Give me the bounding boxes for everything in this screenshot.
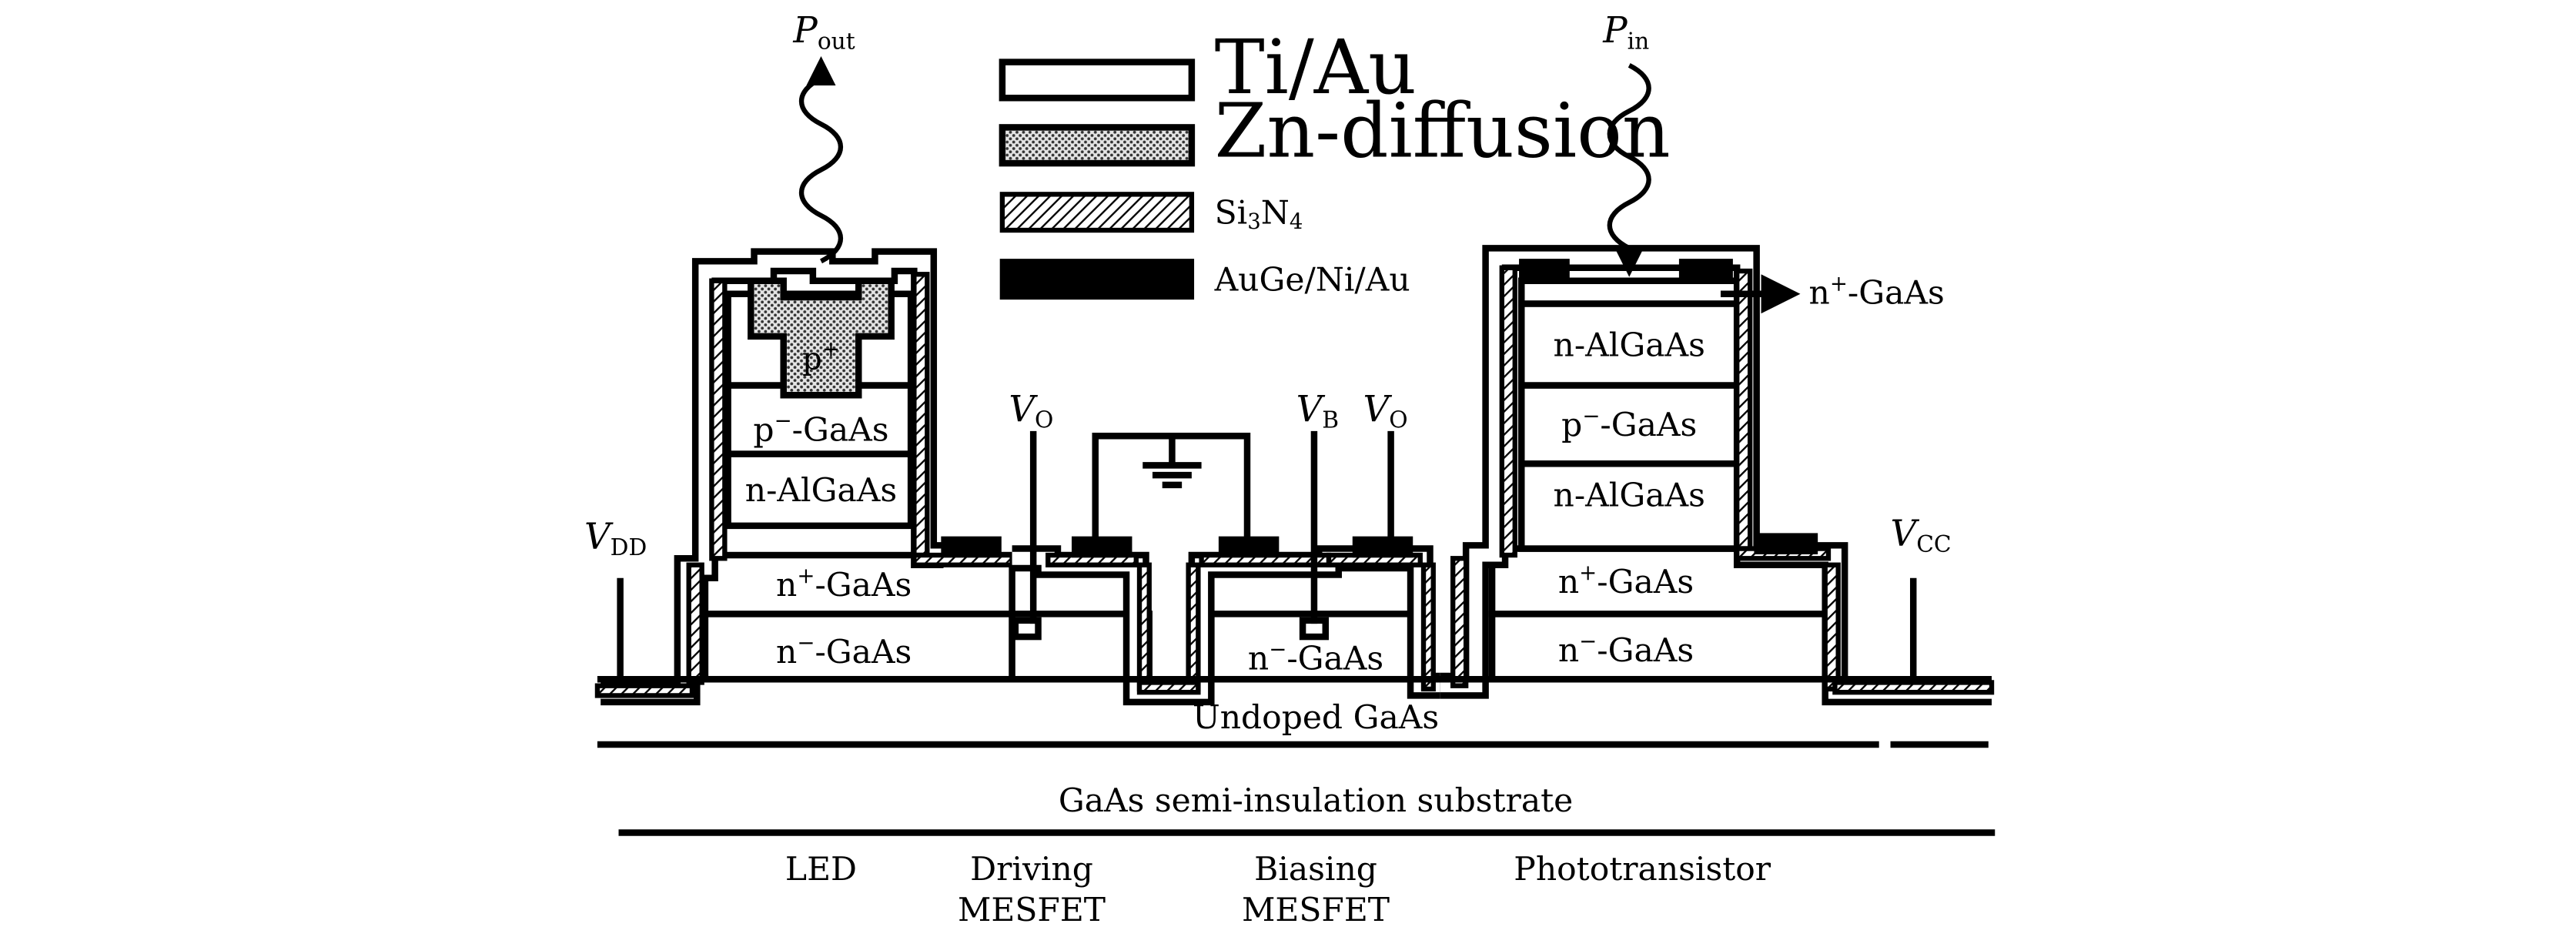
vb-label: VB: [1296, 389, 1340, 433]
section-driving-2: MESFET: [958, 892, 1106, 929]
led-pminus-label: p−-GaAs: [753, 409, 888, 450]
phototransistor-stack: [1440, 245, 1995, 706]
driving-gate: [1012, 617, 1042, 641]
pt-nplus-label: n+-GaAs: [1558, 561, 1694, 601]
section-biasing-1: Biasing: [1254, 851, 1377, 888]
vo1-label: VO: [1009, 389, 1053, 433]
legend-sin-label: Si3N4: [1215, 195, 1303, 234]
vcc-label: VCC: [1891, 513, 1952, 557]
pt-emitter-contact-left: [1519, 259, 1570, 283]
section-phototransistor: Phototransistor: [1514, 851, 1771, 888]
led-nplus-label: n+-GaAs: [776, 564, 912, 604]
legend-auge-swatch: [999, 259, 1195, 300]
legend-sin-swatch: [999, 192, 1195, 233]
nplus-callout-label: n+-GaAs: [1809, 271, 1945, 312]
mesfet-sin-trench-r: [1186, 562, 1201, 692]
led-stack: p+: [594, 248, 1015, 706]
section-led: LED: [785, 851, 857, 888]
led-ncontact: [941, 536, 1002, 558]
section-labels: LED Driving MESFET Biasing MESFET Photot…: [785, 851, 1771, 929]
section-biasing-2: MESFET: [1242, 892, 1390, 929]
mesfet-sin-trench-b: [1136, 680, 1201, 695]
pin-arrow: [1607, 62, 1651, 277]
biasing-contact: [1352, 536, 1413, 558]
substrate-label: GaAs semi-insulation substrate: [1059, 782, 1573, 820]
pt-collector-contact: [1754, 533, 1818, 554]
pin-label: Pin: [1602, 10, 1649, 54]
led-nalgaas-label: n-AlGaAs: [745, 472, 897, 510]
pout-label: Pout: [792, 10, 855, 54]
legend-zn-label: Zn-diffusion: [1215, 88, 1671, 176]
pt-nalgaas-bot-label: n-AlGaAs: [1554, 477, 1705, 514]
pt-sin-right-low: [1822, 562, 1841, 692]
pt-emitter-contact-right: [1678, 259, 1733, 283]
pt-sin-right: [1735, 268, 1753, 551]
led-pplus-label: p+: [802, 336, 840, 376]
ground-icon: [1142, 462, 1202, 489]
substrate: Undoped GaAs GaAs semi-insulation substr…: [597, 699, 1996, 836]
led-sin-left: [709, 278, 728, 561]
pout-arrow: [799, 55, 843, 264]
legend-auge-label: AuGe/Ni/Au: [1214, 261, 1410, 299]
pt-contact-layer: [1518, 277, 1741, 307]
led-zn-diffusion: [748, 277, 895, 399]
vdd-label: VDD: [584, 517, 647, 561]
led-sin-base: [594, 683, 695, 698]
section-driving-1: Driving: [970, 851, 1093, 888]
pt-sin-base: [1832, 680, 1995, 695]
vo2-label: VO: [1363, 389, 1408, 433]
mesfet-region: n−-GaAs: [1009, 430, 1440, 706]
mesfet-sin-right-wall: [1420, 562, 1436, 692]
legend-zn-swatch: [999, 124, 1196, 167]
led-sin-left-low: [686, 562, 704, 685]
undoped-gaas-label: Undoped GaAs: [1193, 699, 1439, 737]
pt-sin-left-low: [1450, 556, 1469, 688]
pt-sin-left: [1499, 265, 1517, 558]
driving-source-contact: [1072, 536, 1132, 558]
pt-nminus-label: n−-GaAs: [1558, 629, 1694, 670]
legend-tiau-label: Ti/Au: [1215, 24, 1417, 112]
mesfet-sin-trench-l: [1136, 562, 1152, 692]
pt-pminus-label: p−-GaAs: [1561, 403, 1697, 444]
pt-nalgaas-top-label: n-AlGaAs: [1554, 326, 1705, 364]
led-nalgaas-layer: [724, 450, 915, 530]
legend: Ti/Au Zn-diffusion Si3N4 AuGe/Ni/Au: [999, 24, 1671, 300]
led-nminus-label: n−-GaAs: [776, 631, 912, 671]
mesfet-nminus-label: n−-GaAs: [1248, 637, 1383, 678]
legend-tiau-swatch: [999, 59, 1196, 102]
pt-nalgaas-bot: [1518, 460, 1741, 552]
led-sin-right: [912, 272, 930, 558]
